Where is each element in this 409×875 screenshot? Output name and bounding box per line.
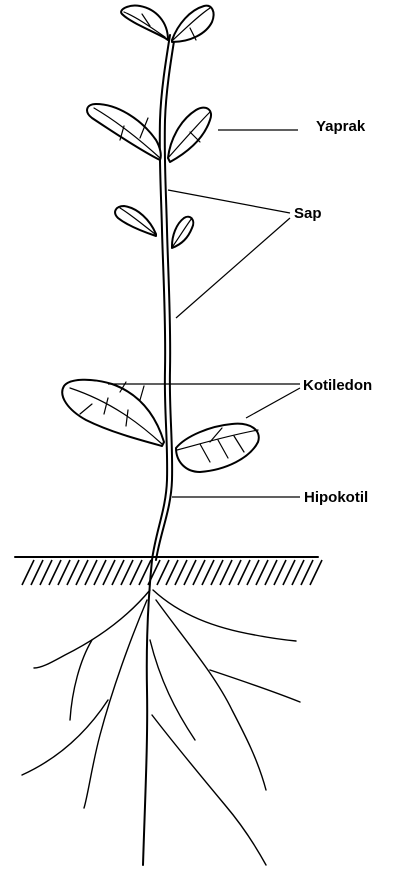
top-leaves [121,6,213,42]
label-hipokotil: Hipokotil [304,490,368,505]
middle-leaves [115,206,193,248]
root-system [22,560,300,865]
label-yaprak: Yaprak [316,119,365,134]
upper-leaves [87,104,211,162]
soil-hatching [22,560,322,585]
soil-surface [15,557,322,585]
label-sap: Sap [294,206,322,221]
label-kotiledon: Kotiledon [303,378,372,393]
cotyledons [62,380,259,472]
stem [152,35,175,560]
